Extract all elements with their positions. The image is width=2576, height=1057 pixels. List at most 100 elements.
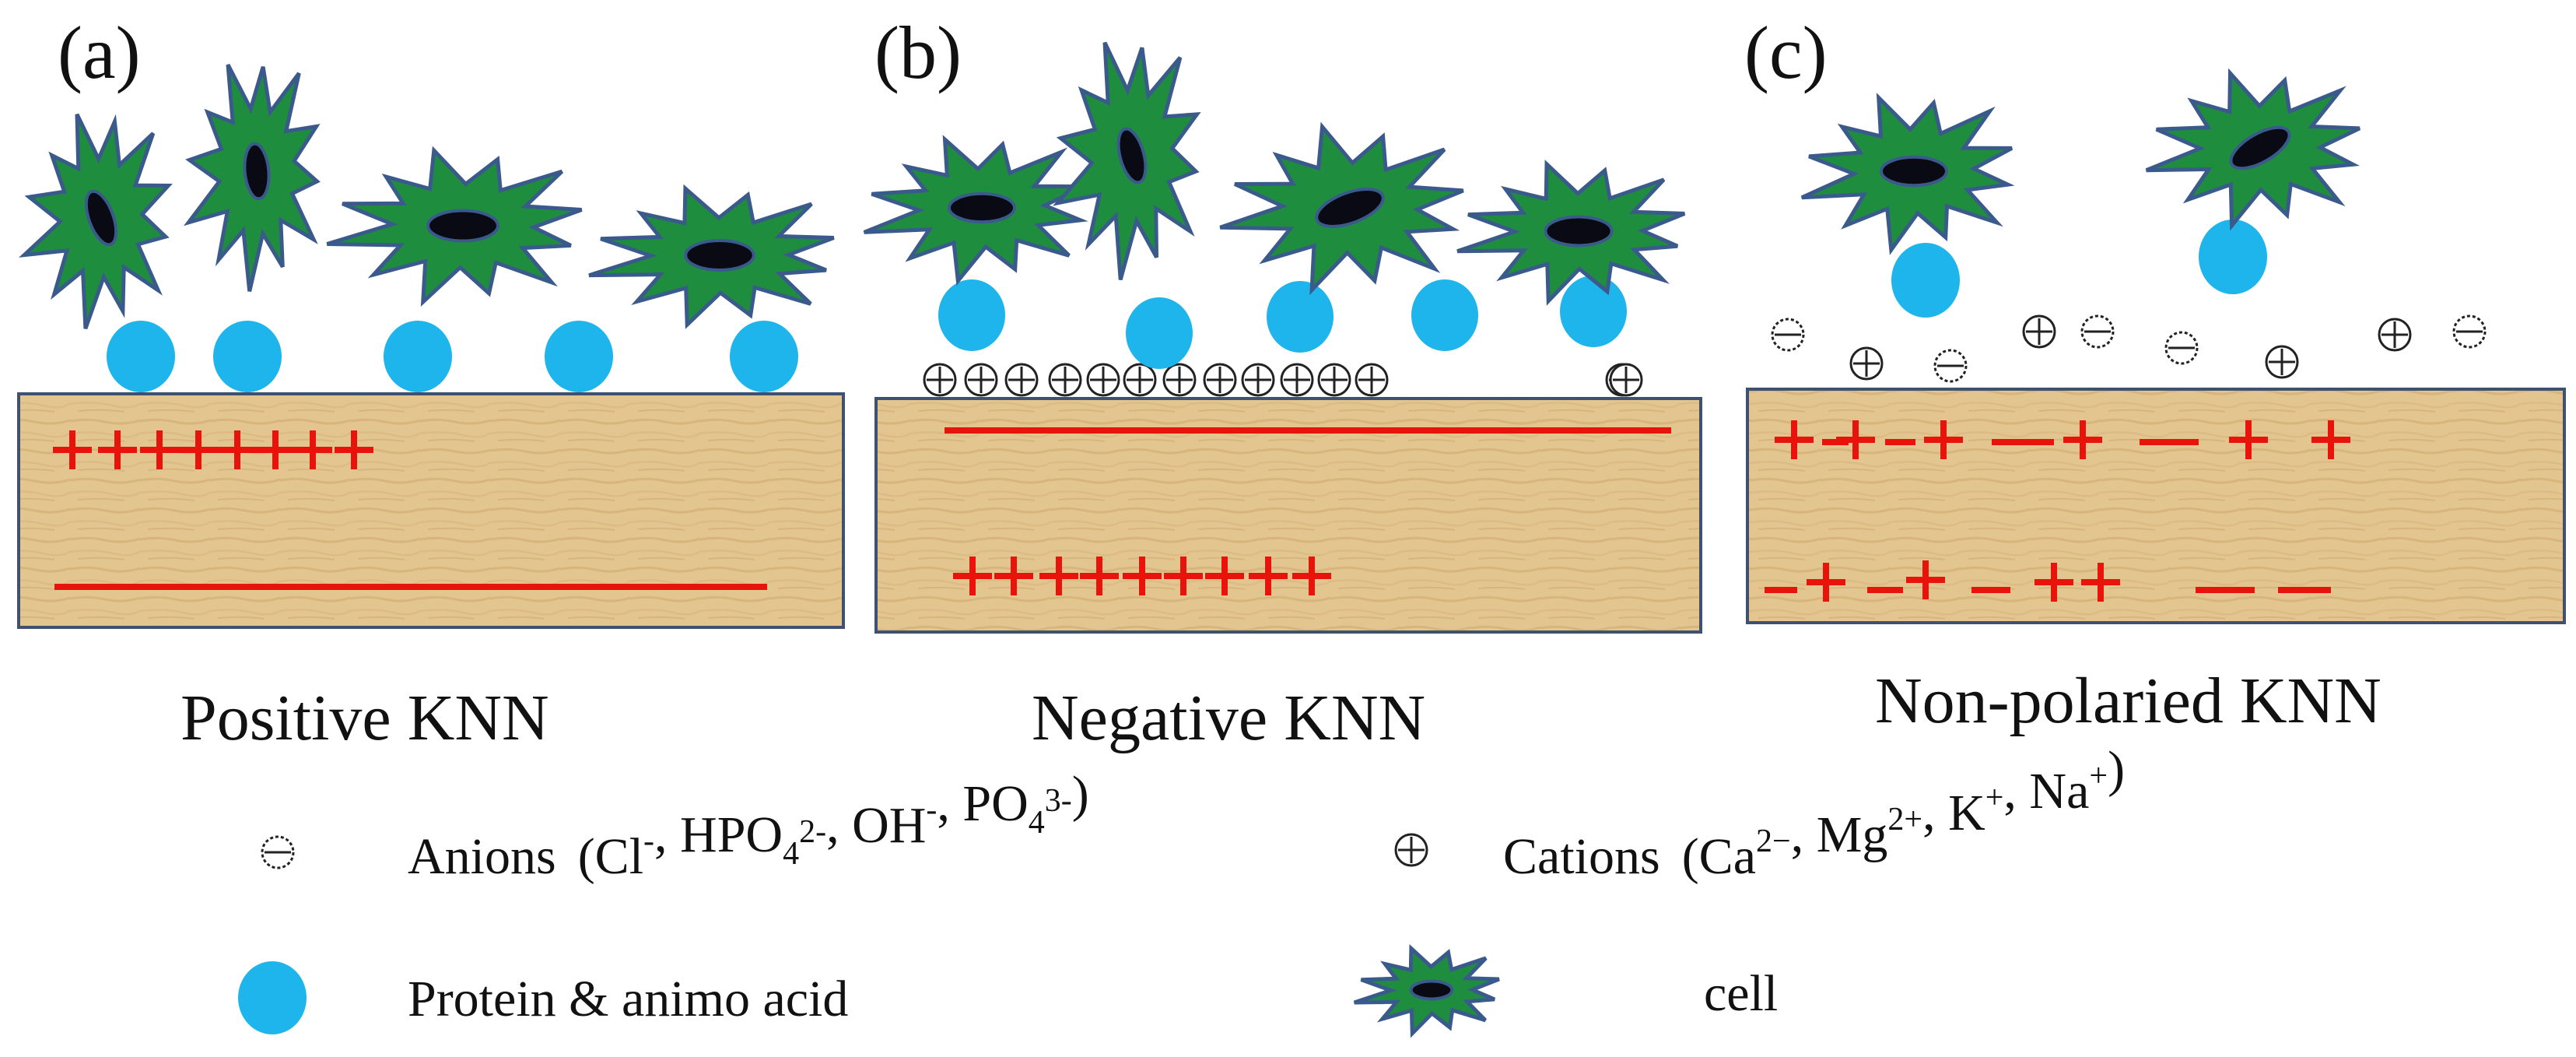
substrate-positive-knn xyxy=(17,392,845,629)
protein-legend-text: Protein & animo acid xyxy=(408,971,848,1027)
positive-charge-mark xyxy=(53,430,92,469)
cation-icon xyxy=(1355,363,1389,397)
positive-charge-mark xyxy=(1249,557,1288,595)
protein-particle xyxy=(213,321,282,392)
panel-label-b: (b) xyxy=(874,11,962,94)
protein-particle xyxy=(1560,276,1627,347)
positive-charge-mark xyxy=(2081,563,2120,602)
positive-charge-mark xyxy=(1205,557,1244,595)
positive-charge-mark xyxy=(140,430,179,469)
cations-species-list: (Ca2−, Mg2+, K+, Na+) xyxy=(1682,741,2125,885)
cation-icon xyxy=(1317,363,1351,397)
cell-icon xyxy=(183,64,321,292)
cation-icon xyxy=(2022,314,2056,349)
positive-charge-mark xyxy=(1123,557,1162,595)
cation-icon xyxy=(1849,346,1884,381)
positive-charge-mark xyxy=(256,430,295,469)
positive-charge-mark xyxy=(953,557,992,595)
cation-icon xyxy=(2265,345,2299,379)
cation-icon xyxy=(923,363,957,397)
anions-species-list: (Cl-, HPO42-, OH-, PO43-) xyxy=(578,766,1089,885)
cell-icon xyxy=(1353,944,1500,1038)
protein-particle xyxy=(730,321,798,392)
protein-legend-icon xyxy=(238,961,307,1034)
cation-icon xyxy=(1394,833,1428,867)
caption-non-polarized-knn: Non-polaried KNN xyxy=(1875,665,2381,737)
panel-label-a: (a) xyxy=(58,11,141,94)
legend: Anions (Cl-, HPO42-, OH-, PO43-) Cations (… xyxy=(238,741,2125,1038)
cation-legend-icon xyxy=(1394,833,1428,867)
protein-particle xyxy=(1891,243,1960,318)
positive-charge-mark xyxy=(179,430,218,469)
cell-legend-icon xyxy=(1353,944,1500,1038)
cell-icon xyxy=(588,184,835,329)
cell-icon xyxy=(19,113,173,330)
anion-legend-icon xyxy=(261,835,295,869)
cation-icon xyxy=(2378,318,2412,352)
protein-particle xyxy=(545,321,613,392)
anion-icon xyxy=(2164,331,2199,365)
anion-icon xyxy=(2452,314,2487,349)
cell-legend-text: cell xyxy=(1704,965,1778,1022)
panel-label-c: (c) xyxy=(1744,11,1828,94)
protein-layer xyxy=(107,219,2267,392)
cation-icon xyxy=(1162,363,1197,397)
positive-charge-mark xyxy=(218,430,257,469)
positive-charge-mark xyxy=(1906,560,1945,599)
protein-particle xyxy=(2199,219,2267,294)
cation-icon xyxy=(1048,363,1082,397)
positive-charge-mark xyxy=(293,430,332,469)
cell-icon xyxy=(1053,41,1201,281)
protein-particle xyxy=(107,321,175,392)
cell-icon xyxy=(2145,68,2360,231)
cation-icon xyxy=(1241,363,1275,397)
protein-particle xyxy=(938,279,1005,351)
positive-charge-mark xyxy=(335,430,373,469)
positive-charge-mark xyxy=(2229,420,2268,459)
positive-charge-mark xyxy=(1775,420,1814,459)
cell-icon xyxy=(326,146,583,307)
surface-charges xyxy=(53,420,2350,602)
cation-icon xyxy=(1004,363,1039,397)
protein-particle xyxy=(1411,279,1478,351)
cell-layer xyxy=(19,41,2360,330)
cell-icon xyxy=(1456,160,1686,306)
cell-icon xyxy=(1219,121,1464,296)
cation-icon xyxy=(1123,363,1157,397)
cation-icon xyxy=(964,363,998,397)
caption-negative-knn: Negative KNN xyxy=(1032,682,1425,754)
anions-legend-text: Anions (Cl-, HPO42-, OH-, PO43-) xyxy=(408,766,1089,885)
protein-particle xyxy=(1267,281,1334,353)
anions-name: Anions xyxy=(408,828,556,885)
positive-charge-mark xyxy=(1039,557,1078,595)
cation-icon xyxy=(1203,363,1237,397)
cations-legend-text: Cations (Ca2−, Mg2+, K+, Na+) xyxy=(1503,741,2125,885)
anion-icon xyxy=(1933,349,1968,383)
anion-icon xyxy=(2080,314,2115,349)
caption-positive-knn: Positive KNN xyxy=(180,682,549,754)
anion-icon xyxy=(1771,318,1805,352)
positive-charge-mark xyxy=(994,557,1033,595)
dissolved-ions xyxy=(923,314,2487,397)
positive-charge-mark xyxy=(2035,563,2073,602)
cation-icon xyxy=(1086,363,1120,397)
positive-charge-mark xyxy=(2311,420,2350,459)
substrate-non-polarized-knn xyxy=(1746,388,2566,624)
substrate-group xyxy=(17,388,2566,634)
positive-charge-mark xyxy=(1807,563,1845,602)
positive-charge-mark xyxy=(98,430,137,469)
positive-charge-mark xyxy=(2063,420,2102,459)
cation-icon xyxy=(1609,363,1643,397)
anion-icon xyxy=(261,835,295,869)
positive-charge-mark xyxy=(1292,557,1331,595)
protein-particle xyxy=(1126,297,1193,369)
positive-charge-mark xyxy=(1080,557,1119,595)
cell-icon xyxy=(863,135,1088,286)
cations-name: Cations xyxy=(1503,828,1660,885)
positive-charge-mark xyxy=(1924,420,1963,459)
cell-icon xyxy=(1800,93,2015,255)
positive-charge-mark xyxy=(1164,557,1203,595)
protein-particle xyxy=(384,321,452,392)
cation-icon xyxy=(1280,363,1314,397)
